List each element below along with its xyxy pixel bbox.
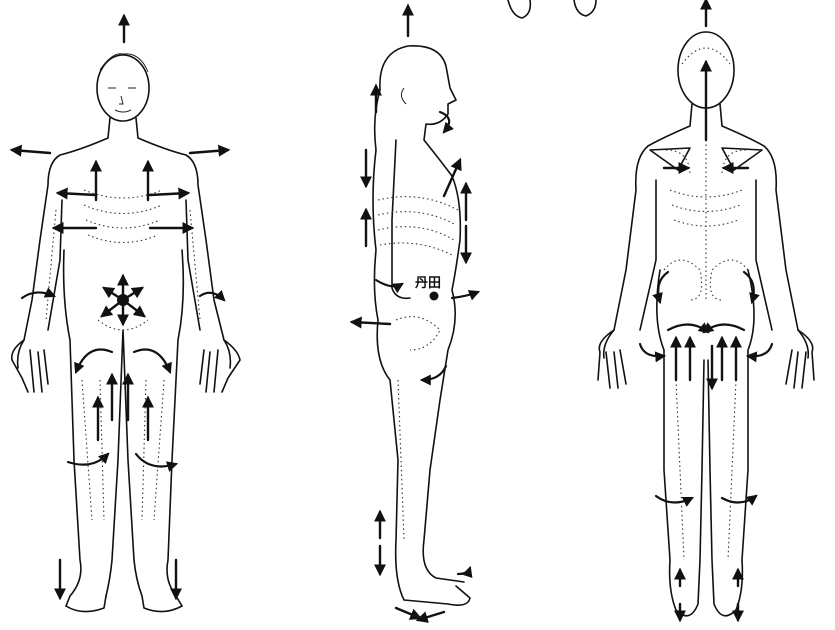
back-figure [598, 0, 814, 620]
dantian-label: 丹田 [415, 276, 441, 291]
side-figure: 丹田 [352, 0, 596, 620]
front-figure [12, 16, 240, 612]
